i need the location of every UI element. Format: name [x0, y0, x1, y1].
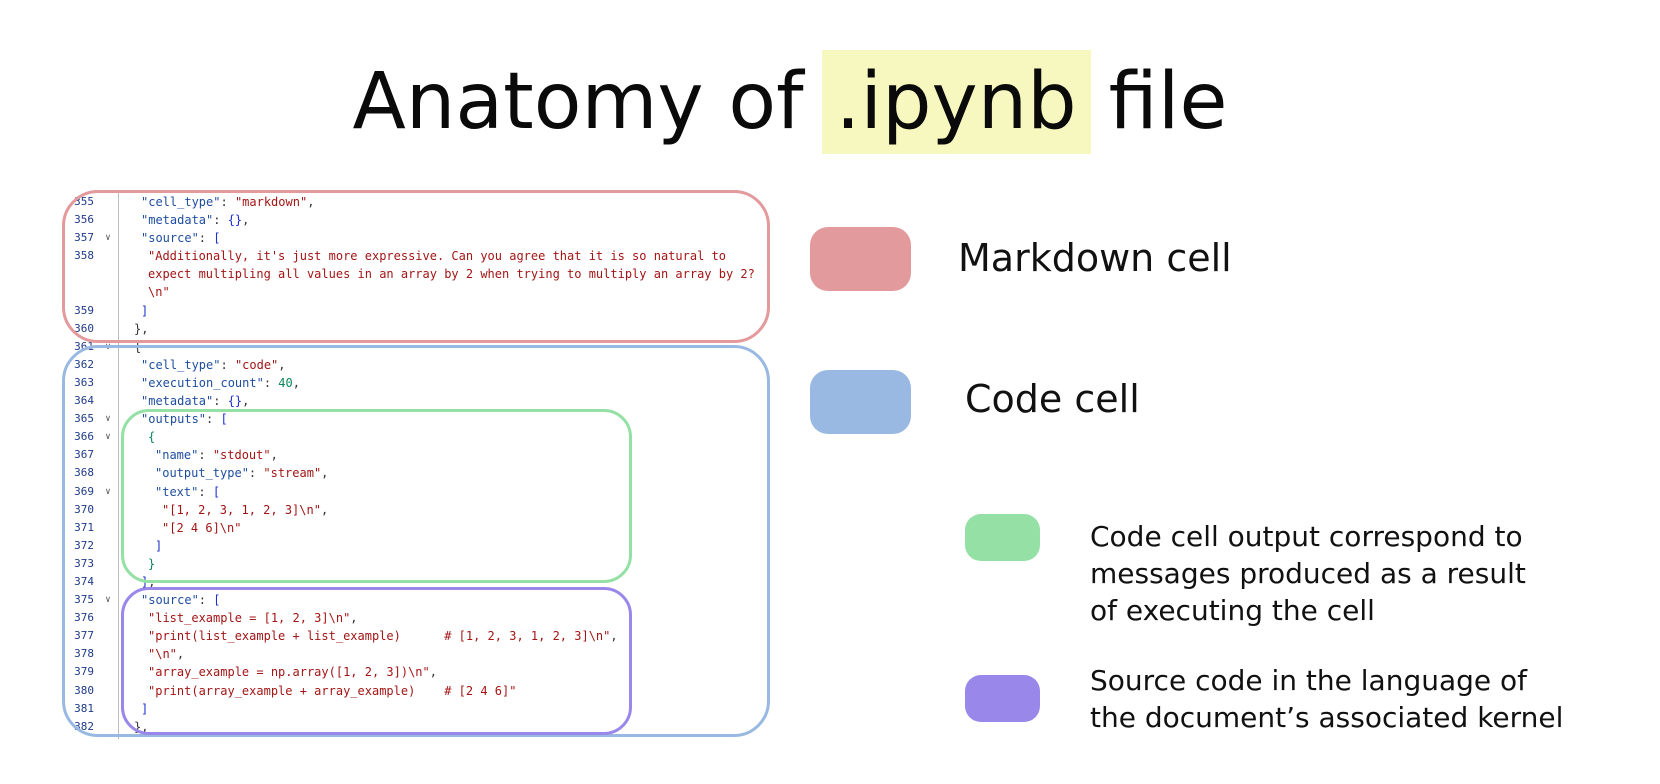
- code-text: {: [148, 430, 156, 445]
- fold-chevron-icon[interactable]: ∨: [105, 595, 111, 606]
- code-line: 378 "\n",: [60, 645, 760, 663]
- markdown-cell-outline: [62, 190, 770, 343]
- code-swatch: [810, 370, 911, 434]
- markdown-swatch: [810, 227, 911, 291]
- code-text: "Additionally, it's just more expressive…: [148, 249, 726, 264]
- code-text: },: [134, 321, 149, 336]
- gutter-divider: [118, 193, 119, 739]
- line-number: 377: [74, 629, 94, 643]
- code-line: 380 "print(array_example + array_example)…: [60, 682, 760, 700]
- code-text: "print(list_example + list_example) # [1…: [148, 629, 618, 644]
- line-number: 366: [74, 430, 94, 444]
- line-number: 372: [74, 538, 94, 552]
- code-text: "list_example = [1, 2, 3]\n",: [148, 611, 358, 626]
- code-text: ]: [141, 303, 149, 318]
- title-highlight: .ipynb: [821, 50, 1091, 154]
- code-listing: 355"cell_type": "markdown",356"metadata"…: [60, 193, 760, 736]
- code-line: 369 ∨ "text": [: [60, 483, 760, 501]
- line-number: 357: [74, 231, 94, 245]
- code-text: "[1, 2, 3, 1, 2, 3]\n",: [162, 502, 329, 517]
- code-line: 375 ∨ "source": [: [60, 591, 760, 609]
- code-text: "name": "stdout",: [155, 448, 278, 463]
- line-number: 380: [74, 683, 94, 697]
- line-number: 376: [74, 611, 94, 625]
- code-line: 377 "print(list_example + list_example) #…: [60, 627, 760, 645]
- title-before: Anatomy of: [352, 57, 804, 147]
- line-number: 365: [74, 412, 94, 426]
- title-after: file: [1108, 57, 1228, 147]
- line-number: 369: [74, 484, 94, 498]
- code-line: 357 ∨ "source": [: [60, 229, 760, 247]
- code-cell-outline: [62, 345, 770, 737]
- code-text: }: [148, 556, 156, 571]
- code-text: "cell_type": "markdown",: [141, 195, 315, 209]
- line-number: 358: [74, 249, 94, 263]
- code-line: 358 "Additionally, it's just more express…: [60, 247, 760, 265]
- code-text: \n": [148, 285, 170, 300]
- code-line: 368 "output_type": "stream",: [60, 464, 760, 482]
- line-number: 373: [74, 556, 94, 570]
- code-text: "execution_count": 40,: [141, 375, 300, 390]
- code-line: 372]: [60, 537, 760, 555]
- code-text: "array_example = np.array([1, 2, 3])\n",: [148, 665, 437, 680]
- source-swatch: [965, 675, 1040, 722]
- line-number: 378: [74, 647, 94, 661]
- code-line: 371 "[2 4 6]\n": [60, 519, 760, 537]
- code-text: "source": [: [141, 231, 221, 246]
- output-outline: [121, 409, 632, 583]
- code-line: 370 "[1, 2, 3, 1, 2, 3]\n",: [60, 501, 760, 519]
- code-line: 364 "metadata": {},: [60, 392, 760, 410]
- line-number: 371: [74, 520, 94, 534]
- code-line: 362"cell_type": "code",: [60, 356, 760, 374]
- fold-chevron-icon[interactable]: ∨: [105, 233, 111, 244]
- code-text: "metadata": {},: [141, 213, 250, 228]
- source-outline: [121, 587, 632, 735]
- code-text: "\n",: [148, 647, 185, 662]
- code-text: ]: [155, 538, 163, 553]
- code-line: 366 ∨ {: [60, 428, 760, 446]
- line-number: 364: [74, 394, 94, 408]
- code-line: 376 "list_example = [1, 2, 3]\n",: [60, 609, 760, 627]
- code-text: "cell_type": "code",: [141, 357, 286, 372]
- line-number: 375: [74, 593, 94, 607]
- fold-chevron-icon[interactable]: ∨: [105, 486, 111, 497]
- code-line: 367 "name": "stdout",: [60, 446, 760, 464]
- output-swatch: [965, 514, 1040, 561]
- line-number: 370: [74, 502, 94, 516]
- code-text: expect multipling all values in an array…: [148, 267, 755, 282]
- line-number: 368: [74, 466, 94, 480]
- source-legend-label: Source code in the language of the docum…: [1090, 664, 1564, 734]
- fold-chevron-icon[interactable]: ∨: [105, 414, 111, 425]
- line-number: 374: [74, 574, 94, 588]
- code-text: "source": [: [141, 593, 221, 608]
- code-line: 373}: [60, 555, 760, 573]
- line-number: 367: [74, 448, 94, 462]
- code-line: 379 "array_example = np.array([1, 2, 3])\…: [60, 663, 760, 681]
- code-text: "output_type": "stream",: [155, 466, 329, 481]
- output-legend-label: Code cell output correspond to messages …: [1090, 520, 1526, 627]
- code-text: "print(array_example + array_example) # …: [148, 683, 517, 698]
- markdown-legend-label: Markdown cell: [958, 236, 1232, 280]
- line-number: 379: [74, 665, 94, 679]
- code-line: expect multipling all values in an array…: [60, 265, 760, 283]
- code-text: "outputs": [: [141, 412, 228, 427]
- code-text: "metadata": {},: [141, 394, 250, 409]
- code-text: "[2 4 6]\n": [162, 520, 242, 535]
- code-line: 365 ∨ "outputs": [: [60, 410, 760, 428]
- code-legend-label: Code cell: [965, 377, 1140, 421]
- code-line: \n": [60, 283, 760, 301]
- fold-chevron-icon[interactable]: ∨: [105, 432, 111, 443]
- code-text: "text": [: [155, 484, 221, 499]
